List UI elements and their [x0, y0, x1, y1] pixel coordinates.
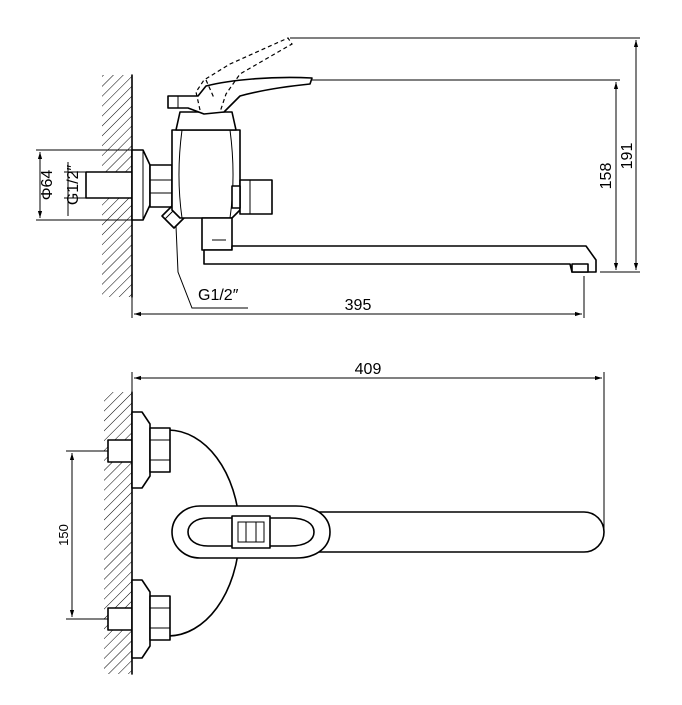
wall-flange-side — [131, 149, 151, 221]
spout-collar-side — [201, 217, 233, 251]
wall-top — [104, 392, 132, 674]
lower-nut-top — [149, 595, 171, 641]
upper-flange-top — [131, 411, 151, 489]
dim-label-158: 158 — [598, 163, 615, 190]
eccentric-nut-side — [149, 164, 173, 208]
side-view: 191 158 Φ64 G1/2″ G1/2″ 395 — [36, 37, 640, 318]
dim-label-191: 191 — [619, 143, 636, 170]
top-view: 409 150 — [56, 361, 605, 675]
inlet-pipe-side — [85, 171, 133, 199]
lever-handle-side — [167, 76, 313, 115]
dim-label-150: 150 — [56, 524, 71, 546]
cartridge-cap-side — [175, 111, 237, 131]
leader-g12-outlet — [175, 225, 248, 309]
mixer-body-side — [171, 129, 241, 219]
dim-label-d64: Φ64 — [39, 170, 56, 201]
spout-top — [299, 511, 605, 553]
dim-label-g12-inlet: G1/2″ — [65, 164, 82, 205]
lower-flange-top — [131, 579, 151, 659]
upper-nut-top — [149, 427, 171, 473]
spout-side — [203, 245, 597, 273]
lever-handle-raised — [195, 37, 293, 113]
aerator-side — [571, 263, 589, 273]
dim-label-395: 395 — [345, 297, 372, 314]
diverter-knob-side — [239, 179, 273, 215]
dim-label-409: 409 — [355, 361, 382, 378]
dim-label-g12-outlet: G1/2″ — [198, 287, 239, 304]
